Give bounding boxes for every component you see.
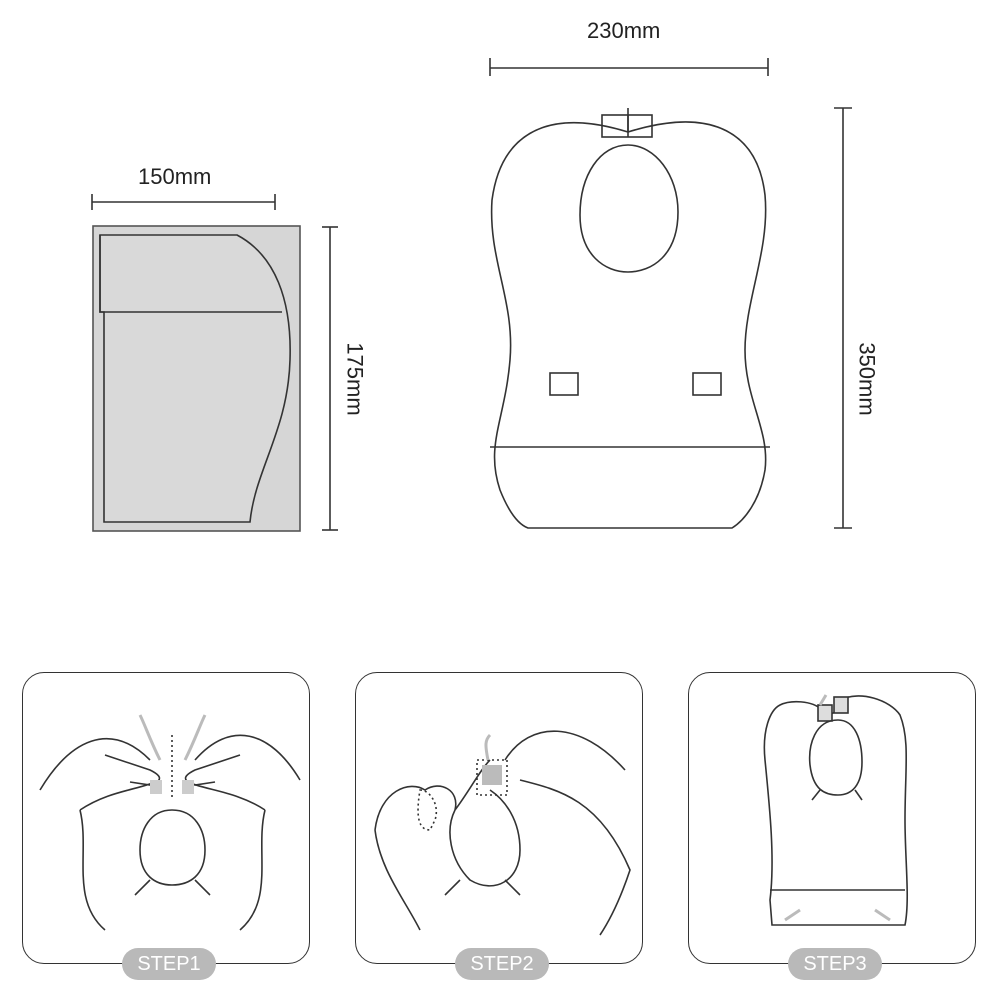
step1-illustration	[39, 714, 301, 931]
folded-width-label: 150mm	[138, 164, 212, 189]
height-dimension-folded	[322, 226, 338, 531]
step2-illustration	[374, 730, 631, 936]
step2-badge: STEP2	[455, 948, 549, 980]
open-height-label: 350mm	[854, 342, 880, 416]
open-width-label: 230mm	[587, 18, 661, 43]
step3-badge: STEP3	[788, 948, 882, 980]
step3-panel	[688, 672, 976, 964]
folded-bib	[92, 225, 301, 532]
step1-panel	[22, 672, 310, 964]
folded-height-label: 175mm	[342, 342, 368, 416]
width-dimension-folded	[91, 194, 276, 210]
step1-badge: STEP1	[122, 948, 216, 980]
height-dimension-open	[834, 107, 852, 529]
open-bib	[490, 108, 770, 529]
step2-panel	[355, 672, 643, 964]
width-dimension-open	[489, 58, 769, 76]
step3-illustration	[763, 694, 909, 926]
